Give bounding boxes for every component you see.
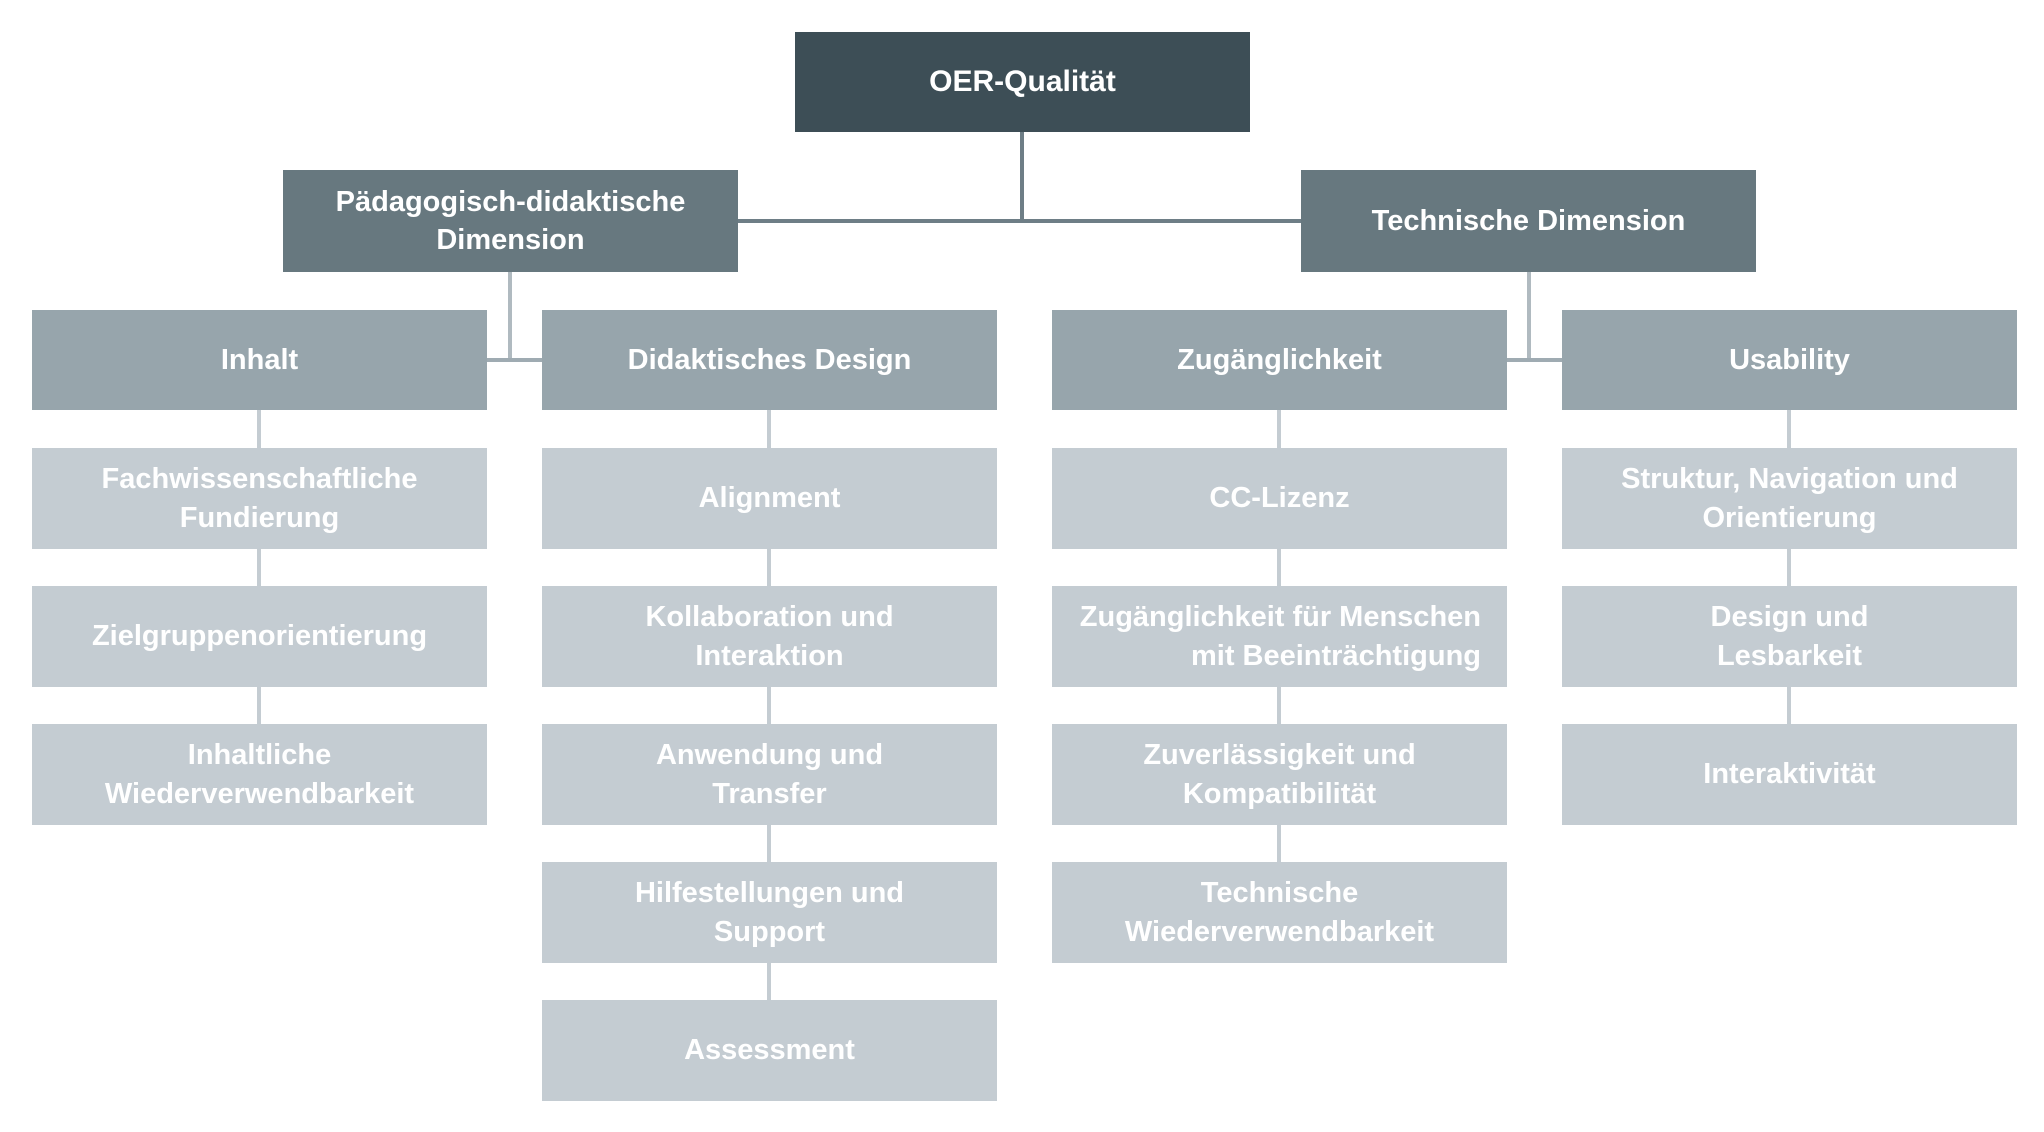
node-assessment: Assessment: [542, 1000, 997, 1101]
node-oer-qualitaet: OER-Qualität: [795, 32, 1250, 132]
node-header-usability: Usability: [1562, 310, 2017, 410]
connector-col4-seg3: [1787, 687, 1791, 724]
node-header-didaktisches-design: Didaktisches Design: [542, 310, 997, 410]
connector-dimension2-stub: [1507, 358, 1562, 362]
connector-root-horizontal: [738, 219, 1301, 223]
node-header-zugaenglichkeit: Zugänglichkeit: [1052, 310, 1507, 410]
connector-dimension1-vertical: [508, 272, 512, 362]
node-zielgruppenorientierung: Zielgruppenorientierung: [32, 586, 487, 687]
connector-col1-seg1: [257, 410, 261, 448]
connector-col1-seg2: [257, 549, 261, 586]
connector-col2-seg1: [767, 410, 771, 448]
connector-dimension2-vertical: [1527, 272, 1531, 362]
connector-col3-seg4: [1277, 825, 1281, 862]
connector-col4-seg1: [1787, 410, 1791, 448]
connector-col3-seg2: [1277, 549, 1281, 586]
connector-col4-seg2: [1787, 549, 1791, 586]
node-alignment: Alignment: [542, 448, 997, 549]
node-dimension-technisch: Technische Dimension: [1301, 170, 1756, 272]
connector-col3-seg3: [1277, 687, 1281, 724]
connector-dimension1-stub: [486, 358, 542, 362]
connector-col2-seg5: [767, 963, 771, 1000]
connector-root-vertical: [1020, 132, 1024, 223]
node-interaktivitaet: Interaktivität: [1562, 724, 2017, 825]
connector-col2-seg3: [767, 687, 771, 724]
node-header-inhalt: Inhalt: [32, 310, 487, 410]
connector-col1-seg3: [257, 687, 261, 724]
connector-col2-seg4: [767, 825, 771, 862]
connector-col2-seg2: [767, 549, 771, 586]
connector-col3-seg1: [1277, 410, 1281, 448]
node-cc-lizenz: CC-Lizenz: [1052, 448, 1507, 549]
